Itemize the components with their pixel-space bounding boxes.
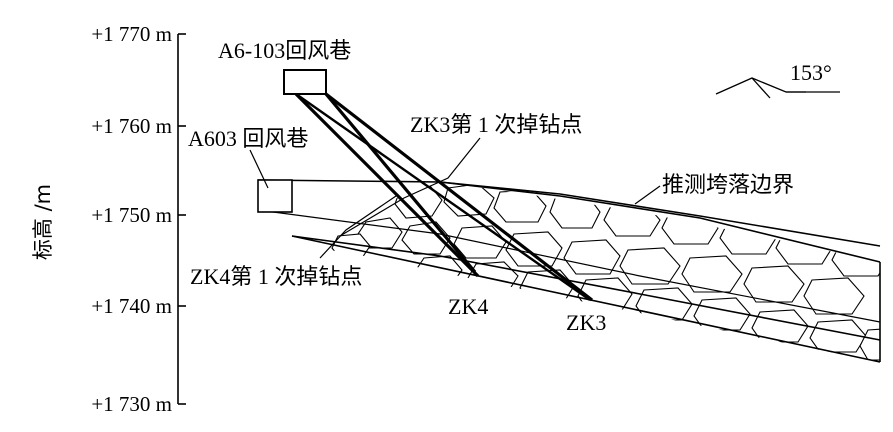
rubble-block (743, 265, 805, 303)
rubble-block (493, 189, 547, 223)
strike-dip-symbol: 153° (715, 60, 840, 99)
rubble-block (809, 319, 867, 353)
zk3-drop-leader (339, 137, 481, 237)
zk4-borehole (294, 92, 480, 278)
seam-roof-line (257, 179, 881, 247)
rubble-block (401, 221, 451, 255)
y-tick-label: +1 760 m (91, 114, 172, 138)
y-tick-label: +1 740 m (91, 294, 172, 318)
y-axis-title: 标高 /m (31, 184, 55, 260)
a603-tunnel (249, 149, 293, 213)
a603-leader-line (249, 149, 269, 189)
rubble-block (505, 231, 563, 267)
y-tick-label: +1 730 m (91, 392, 172, 416)
zk4-drop-point-label: ZK4第 1 次掉钻点 (190, 264, 362, 289)
collapse-rubble (331, 183, 880, 361)
seam-bottom-line (291, 235, 881, 363)
a603-tunnel-box (257, 179, 293, 213)
rubble-block (563, 239, 621, 275)
collapse-boundary-label: 推测垮落边界 (662, 172, 794, 197)
rubble-block (751, 309, 809, 343)
seam-mid-line (257, 209, 881, 323)
zk4-borehole-outer (324, 92, 477, 274)
elevation-axis: +1 770 m +1 760 m +1 750 m +1 740 m +1 7… (31, 22, 186, 416)
seam-floor-line (291, 235, 881, 341)
rubble-block (859, 327, 880, 361)
rubble-block (443, 183, 495, 217)
azimuth-label: 153° (790, 60, 832, 85)
dip-symbol-tick (751, 77, 771, 99)
y-tick-label: +1 770 m (91, 22, 172, 46)
leaders (319, 137, 661, 259)
rubble-block (693, 297, 751, 331)
zk4-drop-leader (319, 195, 397, 259)
zk3-drop-point-label: ZK3第 1 次掉钻点 (410, 112, 582, 137)
boreholes (294, 92, 593, 302)
a6-103-label: A6-103回风巷 (218, 38, 351, 63)
collapse-boundary-line (439, 181, 881, 263)
a603-label: A603 回风巷 (188, 126, 308, 151)
boundary-leader (634, 185, 661, 205)
zk3-borehole (325, 92, 593, 302)
rubble-block (803, 277, 865, 315)
zk3-borehole-inner (295, 93, 591, 301)
a6-103-tunnel-box (283, 69, 327, 95)
zk3-label: ZK3 (566, 310, 606, 335)
a6-103-tunnel (283, 69, 327, 95)
y-tick-label: +1 750 m (91, 203, 172, 227)
rubble-block (415, 255, 463, 285)
zk4-label: ZK4 (448, 294, 488, 319)
rubble-block (681, 255, 743, 293)
rubble-block (619, 247, 681, 285)
